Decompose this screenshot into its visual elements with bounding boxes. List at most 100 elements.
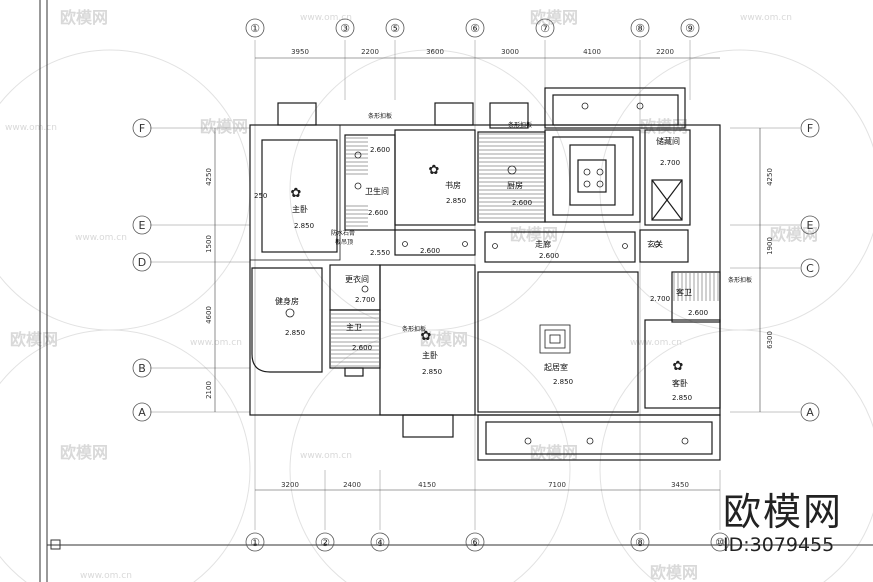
dim-bottom: 3450 bbox=[671, 481, 689, 489]
elevation-mark: 2.850 bbox=[553, 378, 573, 386]
room-label: 主卧 bbox=[422, 350, 438, 360]
chandelier-icon: ✿ bbox=[673, 359, 684, 374]
downlights bbox=[285, 102, 689, 445]
wm-logo: 欧模网 bbox=[770, 225, 818, 244]
axis-bubbles-bottom bbox=[245, 532, 730, 552]
elevation-mark: 2.600 bbox=[688, 309, 708, 317]
bath-gusset-ceiling bbox=[331, 311, 379, 367]
dim-bottom: 2400 bbox=[343, 481, 361, 489]
axis-label-top: ⑤ bbox=[390, 22, 400, 35]
wm-site: www.om.cn bbox=[190, 338, 242, 348]
wm-site: www.om.cn bbox=[75, 233, 127, 243]
room-label: 卫生间 bbox=[365, 186, 389, 196]
elevation-mark: 2.850 bbox=[294, 222, 314, 230]
wm-site: www.om.cn bbox=[630, 338, 682, 348]
elevation-mark: 2.700 bbox=[650, 295, 670, 303]
brand-name: 欧模网 bbox=[722, 490, 843, 534]
axis-label-top: ③ bbox=[340, 22, 350, 35]
dim-right: 1900 bbox=[766, 237, 774, 255]
wm-logo: 欧模网 bbox=[650, 563, 698, 582]
axis-bubbles-left bbox=[132, 118, 152, 422]
axis-bubbles-top bbox=[245, 18, 700, 38]
chandelier-icon: ✿ bbox=[429, 163, 440, 178]
room-label: 主卧 bbox=[292, 204, 308, 214]
axis-label-left: D bbox=[138, 256, 146, 269]
room-label: 客卧 bbox=[672, 378, 688, 388]
axis-label-bottom: ① bbox=[250, 536, 260, 549]
dim-top: 3600 bbox=[426, 48, 444, 56]
axis-label-right: C bbox=[806, 262, 814, 275]
dim-left: 4600 bbox=[205, 306, 213, 324]
watermark-sites: www.om.cn www.om.cn www.om.cn www.om.cn … bbox=[5, 13, 792, 581]
wm-logo: 欧模网 bbox=[60, 443, 108, 462]
room-label: 更衣间 bbox=[345, 274, 369, 284]
wm-site: www.om.cn bbox=[300, 451, 352, 461]
dim-left: 4250 bbox=[205, 168, 213, 186]
axis-label-left: B bbox=[138, 362, 146, 375]
elevation-mark: 2.700 bbox=[660, 159, 680, 167]
dim-left: 2100 bbox=[205, 381, 213, 399]
axis-label-bottom: ④ bbox=[375, 536, 385, 549]
wm-logo: 欧模网 bbox=[530, 443, 578, 462]
room-label: 客卫 bbox=[676, 287, 692, 297]
wm-logo: 欧模网 bbox=[200, 117, 248, 136]
elevation-mark: 2.850 bbox=[422, 368, 442, 376]
axis-label-top: ⑧ bbox=[635, 22, 645, 35]
dim-right: 6300 bbox=[766, 331, 774, 349]
axis-label-bottom: ⑥ bbox=[470, 536, 480, 549]
room-label: 储藏间 bbox=[656, 136, 680, 146]
dim-top: 3950 bbox=[291, 48, 309, 56]
gusset-ceiling bbox=[346, 205, 368, 227]
kitchen-gusset-ceiling bbox=[479, 133, 544, 221]
wm-logo: 欧模网 bbox=[10, 330, 58, 349]
elevation-mark: 2.600 bbox=[512, 199, 532, 207]
material-note: 条形扣板 bbox=[402, 325, 426, 333]
material-note: 条形扣板 bbox=[728, 276, 752, 284]
elevation-mark: 2.700 bbox=[355, 296, 375, 304]
room-label: 走廊 bbox=[535, 239, 551, 249]
axis-label-right: A bbox=[806, 406, 814, 419]
guest-bath-gusset-ceiling bbox=[673, 273, 719, 301]
watermark-brand: 欧模网 ID:3079455 bbox=[723, 492, 843, 556]
wm-logo: 欧模网 bbox=[510, 225, 558, 244]
wm-logo: 欧模网 bbox=[640, 117, 688, 136]
axis-label-left: A bbox=[138, 406, 146, 419]
elevation-mark: 250 bbox=[254, 192, 267, 200]
elevation-mark: 2.550 bbox=[370, 249, 390, 257]
chandelier-icon: ✿ bbox=[421, 329, 432, 344]
material-note: 板吊顶 bbox=[335, 238, 353, 246]
material-note: 防水石膏 bbox=[331, 229, 355, 237]
axis-label-top: ⑦ bbox=[540, 22, 550, 35]
axis-label-bottom: ⑩ bbox=[715, 536, 725, 549]
watermark-logos: 欧模网 欧模网 欧模网 欧模网 欧模网 欧模网 欧模网 欧模网 欧模网 欧模网 … bbox=[10, 8, 818, 582]
elevation-mark: 2.850 bbox=[672, 394, 692, 402]
wm-logo: 欧模网 bbox=[420, 330, 468, 349]
axis-label-left: E bbox=[139, 219, 146, 232]
axis-bubbles-right bbox=[800, 118, 820, 422]
dim-left: 1500 bbox=[205, 235, 213, 253]
model-id: ID:3079455 bbox=[722, 534, 835, 556]
room-label: 书房 bbox=[445, 180, 461, 190]
dim-right: 4250 bbox=[766, 168, 774, 186]
axis-label-right: F bbox=[807, 122, 813, 135]
axis-label-top: ① bbox=[250, 22, 260, 35]
wm-site: www.om.cn bbox=[80, 571, 132, 581]
dim-bottom: 7100 bbox=[548, 481, 566, 489]
material-note: 条形扣板 bbox=[368, 112, 392, 120]
axis-label-top: ⑥ bbox=[470, 22, 480, 35]
dimension-lines bbox=[214, 57, 761, 491]
room-label: 玄关 bbox=[647, 239, 663, 249]
wm-site: www.om.cn bbox=[300, 13, 352, 23]
wm-logo: 欧模网 bbox=[530, 8, 578, 27]
dim-top: 3000 bbox=[501, 48, 519, 56]
material-note: 条形扣板 bbox=[508, 121, 532, 129]
axis-label-right: E bbox=[807, 219, 814, 232]
elevation-mark: 2.600 bbox=[368, 209, 388, 217]
room-label: 健身房 bbox=[275, 296, 299, 306]
wm-site: www.om.cn bbox=[740, 13, 792, 23]
room-label: 起居室 bbox=[544, 362, 568, 372]
chandelier-icon: ✿ bbox=[291, 186, 302, 201]
axis-label-bottom: ⑧ bbox=[635, 536, 645, 549]
room-label: 主卫 bbox=[346, 322, 362, 332]
